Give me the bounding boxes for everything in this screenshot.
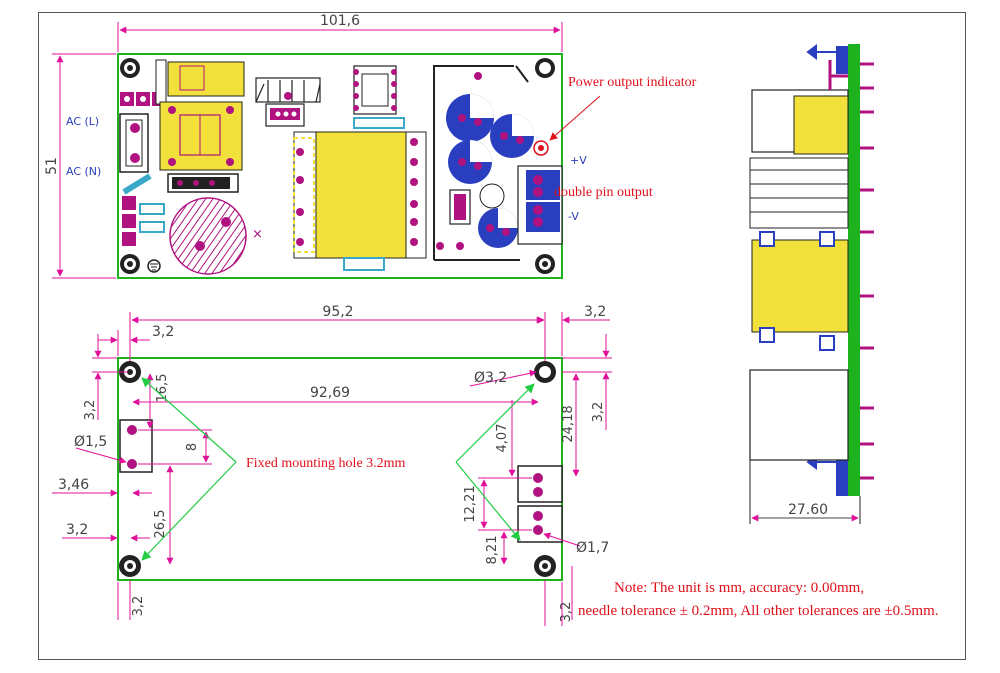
dim-right-conn-span-label: 12,21 bbox=[463, 485, 478, 522]
dim-left-bottom-offset: 3,2 bbox=[117, 580, 146, 620]
dim-top-width: 101,6 bbox=[117, 13, 563, 52]
mounting-hole-top-right bbox=[535, 58, 555, 78]
mounting-hole-b-bottom-right bbox=[534, 555, 556, 577]
dim-left-edge-offset: 3,46 bbox=[52, 477, 152, 497]
dim-right-lower-span: 8,21 bbox=[485, 531, 508, 565]
mounting-hole-bottom-right bbox=[535, 254, 555, 274]
power-led bbox=[533, 140, 549, 156]
dim-left-offset-label: 3,2 bbox=[152, 324, 174, 340]
drawing-frame bbox=[38, 12, 966, 660]
dim-bottom-width: 95,2 bbox=[129, 304, 546, 372]
svg-text:×: × bbox=[252, 227, 263, 242]
bottom-view: 95,2 3,2 3,2 92,69 bbox=[52, 304, 939, 626]
resistor-vertical bbox=[155, 59, 167, 105]
dim-right-pin-offset-label: 4,07 bbox=[495, 424, 510, 453]
resistor-horizontal bbox=[353, 117, 405, 129]
dim-left-offset: 3,2 bbox=[98, 324, 174, 356]
dim-bottom-width-label: 95,2 bbox=[322, 304, 353, 320]
dim-left-lower-span: 26,5 bbox=[153, 465, 174, 565]
plus-v-label: +V bbox=[570, 154, 587, 167]
dim-left-v-offset-label: 3,2 bbox=[83, 400, 98, 421]
dim-left-lower-span-label: 26,5 bbox=[153, 510, 168, 539]
dim-right-upper-span: 24,18 bbox=[561, 371, 612, 477]
dim-left-conn-pitch: 8 bbox=[138, 429, 212, 465]
note-line-2: needle tolerance ± 0.2mm, All other tole… bbox=[578, 603, 939, 619]
dim-left-upper-span-label: 16,5 bbox=[155, 374, 170, 403]
output-terminal bbox=[517, 165, 563, 245]
pcb-edge-side bbox=[848, 44, 860, 496]
dim-right-hole-dia-label: Ø1,7 bbox=[576, 540, 609, 556]
small-caps-left bbox=[122, 173, 165, 246]
side-output-terminal bbox=[749, 369, 849, 461]
ic-socket bbox=[353, 65, 397, 115]
dim-right-offset: 3,2 bbox=[528, 304, 610, 356]
dim-left-edge-offset-label: 3,46 bbox=[58, 477, 89, 493]
hole-dia-leader bbox=[469, 369, 537, 387]
heatsink bbox=[255, 77, 321, 127]
thermistor: × bbox=[169, 197, 263, 275]
dim-left-conn-pitch-label: 8 bbox=[185, 443, 200, 451]
note-line-1: Note: The unit is mm, accuracy: 0.00mm, bbox=[614, 580, 864, 596]
mounting-hole-top-left bbox=[120, 58, 140, 78]
dim-inner-width: 92,69 bbox=[132, 385, 539, 406]
hole-dia-label: Ø3,2 bbox=[474, 370, 507, 386]
dim-left-bottom-offset-label: 3,2 bbox=[131, 596, 146, 617]
dim-right-conn-span: 12,21 bbox=[463, 477, 532, 531]
side-pins bbox=[860, 62, 874, 480]
dim-right-top-offset-label: 3,2 bbox=[591, 402, 606, 423]
dim-left-hole-dia: Ø1,5 bbox=[74, 434, 127, 464]
dim-right-bottom-offset-label: 3,2 bbox=[559, 602, 574, 623]
ac-n-label: AC (N) bbox=[66, 165, 101, 178]
dim-top-height: 51 bbox=[44, 53, 116, 279]
dim-right-pin-offset: 4,07 bbox=[495, 400, 516, 477]
ac-l-label: AC (L) bbox=[66, 115, 99, 128]
mounting-hole-bottom-left bbox=[120, 254, 140, 274]
fuse-block bbox=[167, 61, 245, 97]
mounting-hole-label: Fixed mounting hole 3.2mm bbox=[246, 456, 406, 471]
mounting-hole-b-top-left bbox=[119, 361, 141, 383]
mounting-hole-b-top-right bbox=[534, 361, 556, 383]
power-indicator-label: Power output indicator bbox=[568, 75, 697, 90]
dim-left-hole-dia-label: Ø1,5 bbox=[74, 434, 107, 450]
electrolytic-capacitors bbox=[446, 94, 534, 248]
side-view: 27.60 bbox=[749, 44, 874, 524]
ground-symbol bbox=[147, 259, 161, 273]
double-pin-label: double pin output bbox=[554, 185, 653, 200]
dim-left-lower-offset-label: 3,2 bbox=[66, 522, 88, 538]
dim-inner-width-label: 92,69 bbox=[310, 385, 350, 401]
dim-top-height-label: 51 bbox=[44, 157, 60, 175]
dim-left-v-offset: 3,2 bbox=[83, 334, 128, 420]
mounting-hole-leaders bbox=[141, 377, 535, 561]
dim-side-depth-label: 27.60 bbox=[788, 502, 828, 518]
dim-right-offset-label: 3,2 bbox=[584, 304, 606, 320]
dim-right-hole-dia: Ø1,7 bbox=[543, 532, 609, 556]
dim-right-upper-span-label: 24,18 bbox=[561, 405, 576, 442]
led-leader bbox=[549, 95, 601, 141]
dim-top-width-label: 101,6 bbox=[320, 13, 360, 29]
dim-right-lower-span-label: 8,21 bbox=[485, 536, 500, 565]
dim-right-top-offset: 3,2 bbox=[562, 334, 612, 430]
output-section bbox=[433, 65, 529, 261]
dim-right-bottom-offset: 3,2 bbox=[544, 566, 574, 626]
transformer bbox=[293, 131, 427, 271]
dim-side-depth: 27.60 bbox=[749, 460, 861, 524]
top-view: 101,6 51 AC (L) AC (N) bbox=[44, 13, 697, 279]
right-connector-bottom bbox=[517, 465, 563, 543]
ac-input-connector bbox=[119, 113, 149, 173]
mounting-hole-b-bottom-left bbox=[119, 555, 141, 577]
side-heatsink bbox=[749, 157, 849, 229]
side-transformer bbox=[751, 231, 849, 351]
minus-v-label: -V bbox=[568, 210, 579, 223]
dim-left-lower-offset: 3,2 bbox=[62, 522, 150, 542]
